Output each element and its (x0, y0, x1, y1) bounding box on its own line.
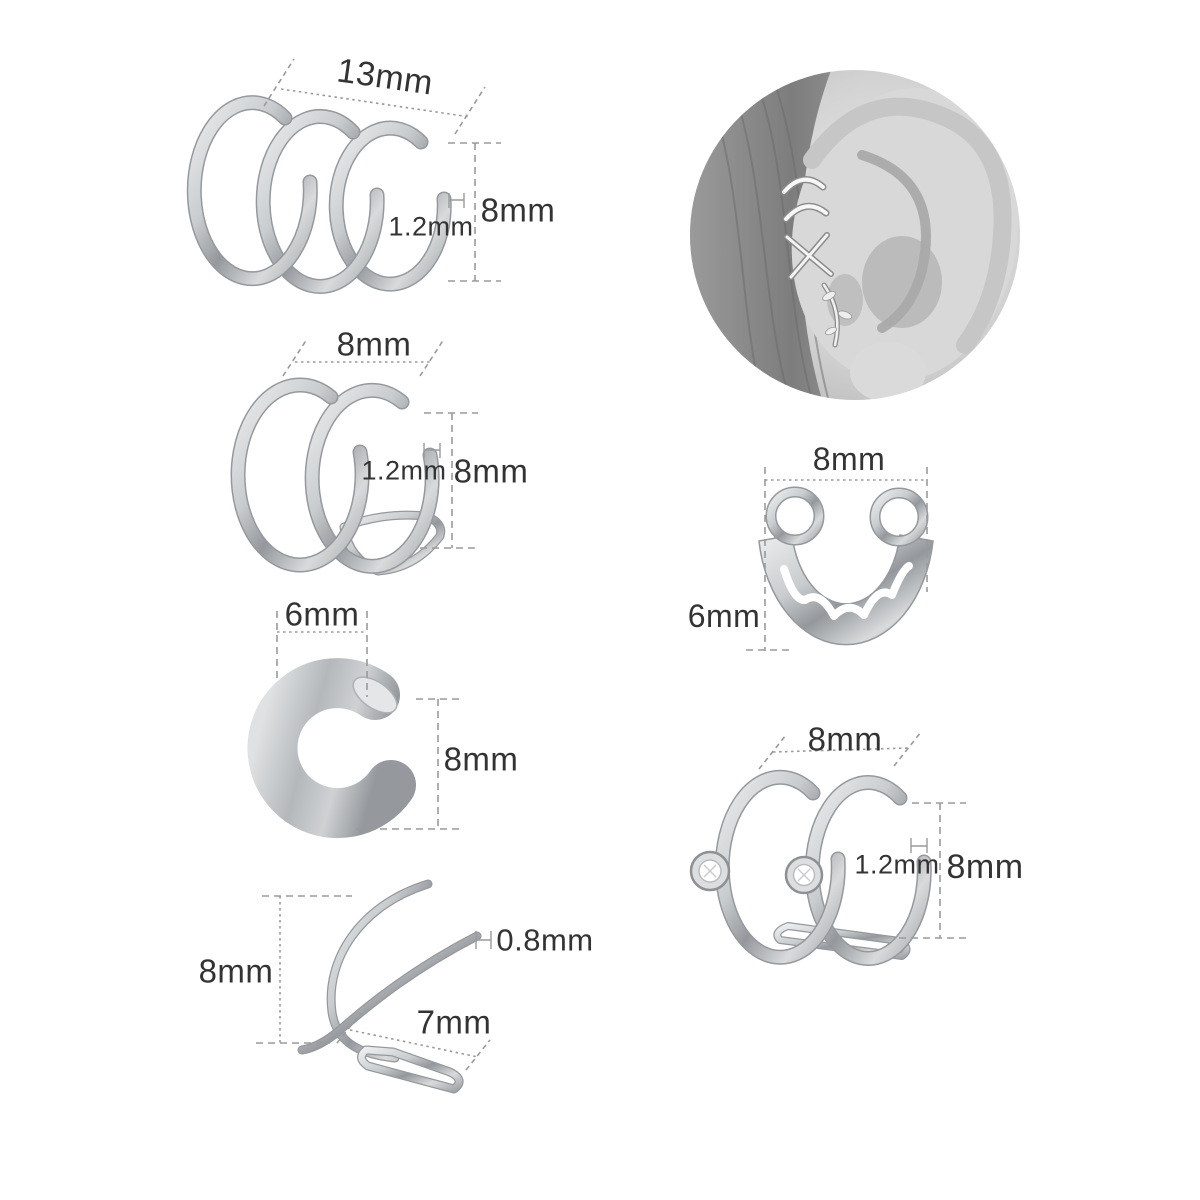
solid-band-width-label: 6mm (284, 595, 360, 633)
wave-cutout-pattern (780, 562, 913, 620)
double-band-dimension-lines (282, 338, 478, 549)
double-band-height-label: 8mm (453, 452, 529, 490)
triple-band-wire-label: 1.2mm (388, 211, 474, 242)
crystal-band-height-label: 8mm (946, 848, 1024, 886)
triple-band-height-label: 8mm (480, 191, 556, 229)
wave-band-dimension-lines (746, 467, 928, 651)
crystal-band-dimension-lines (758, 731, 967, 939)
crystal-double-band-cuff-image (689, 777, 924, 958)
wave-pattern-cuff-image (758, 486, 934, 646)
bezel-crystal (784, 855, 824, 895)
double-band-width-label: 8mm (336, 325, 412, 363)
criss-cross-dimension-lines (256, 895, 492, 1071)
double-band-wire-label: 1.2mm (361, 455, 447, 486)
solid-band-cuff-image (247, 658, 416, 839)
criss-cross-height-label: 8mm (198, 952, 274, 990)
criss-cross-width-label: 7mm (416, 1003, 492, 1041)
worn-branch-earring (822, 283, 839, 347)
ear-model-photo (690, 70, 1020, 400)
worn-hoop-cuffs (782, 177, 828, 221)
wave-band-width-label: 8mm (812, 441, 886, 477)
crystal-band-wire-label: 1.2mm (854, 849, 940, 880)
bezel-crystal (689, 850, 731, 892)
solid-band-height-label: 8mm (443, 740, 519, 778)
worn-cross-cuff (785, 233, 833, 279)
wave-band-height-label: 6mm (687, 598, 761, 634)
solid-band-dimension-lines (276, 611, 463, 830)
criss-cross-wire-label: 0.8mm (496, 922, 594, 958)
crystal-band-width-label: 8mm (807, 720, 883, 758)
triple-band-dimension-lines (263, 58, 501, 282)
